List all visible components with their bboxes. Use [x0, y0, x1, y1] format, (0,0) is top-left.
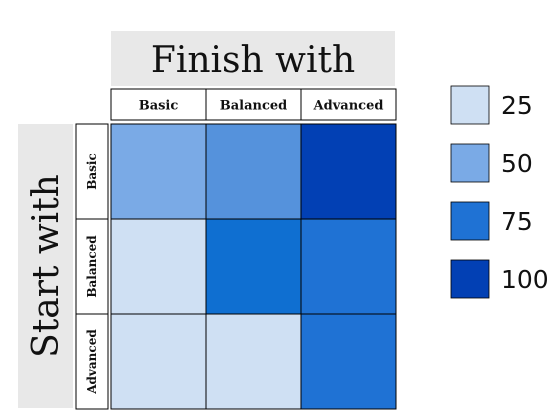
row-title-band [18, 124, 73, 408]
heatmap-cell-advanced-balanced [205, 313, 302, 410]
column-header-basic: Basic [139, 99, 179, 114]
legend-label-50: 50 [501, 149, 533, 178]
row-header-cell-balanced [75, 218, 109, 315]
heatmap-cell-advanced-advanced [300, 313, 397, 410]
heatmap-cell-basic-basic [110, 123, 207, 220]
heatmap-cell-balanced-basic [110, 218, 207, 315]
row-header-basic: Basic [85, 153, 99, 190]
heatmap-cells [110, 123, 397, 410]
legend-label-100: 100 [501, 265, 549, 294]
column-header-cell-advanced [300, 88, 397, 121]
row-header-cell-basic [75, 123, 109, 220]
heatmap-cell-balanced-advanced [300, 218, 397, 315]
legend: 25 50 75 100 [450, 85, 549, 299]
heatmap-cell-basic-advanced [300, 123, 397, 220]
heatmap-cell-basic-balanced [205, 123, 302, 220]
y-axis-title: Start with [26, 174, 67, 358]
row-header-advanced: Advanced [85, 329, 99, 395]
legend-swatch-75 [450, 201, 490, 241]
column-title-band [111, 31, 395, 86]
column-header-balanced: Balanced [220, 99, 288, 114]
legend-swatch-25 [450, 85, 490, 125]
row-header-balanced: Balanced [85, 235, 99, 298]
column-header-cell-basic [110, 88, 207, 121]
heatmap-cell-balanced-balanced [205, 218, 302, 315]
heatmap-cell-advanced-basic [110, 313, 207, 410]
legend-label-75: 75 [501, 207, 533, 236]
legend-swatch-100 [450, 259, 490, 299]
x-axis-title: Finish with [151, 40, 355, 81]
legend-label-25: 25 [501, 91, 533, 120]
row-header-cell-advanced [75, 313, 109, 410]
column-header-advanced: Advanced [313, 99, 384, 114]
column-headers: Basic Balanced Advanced [110, 88, 397, 121]
legend-swatch-50 [450, 143, 490, 183]
